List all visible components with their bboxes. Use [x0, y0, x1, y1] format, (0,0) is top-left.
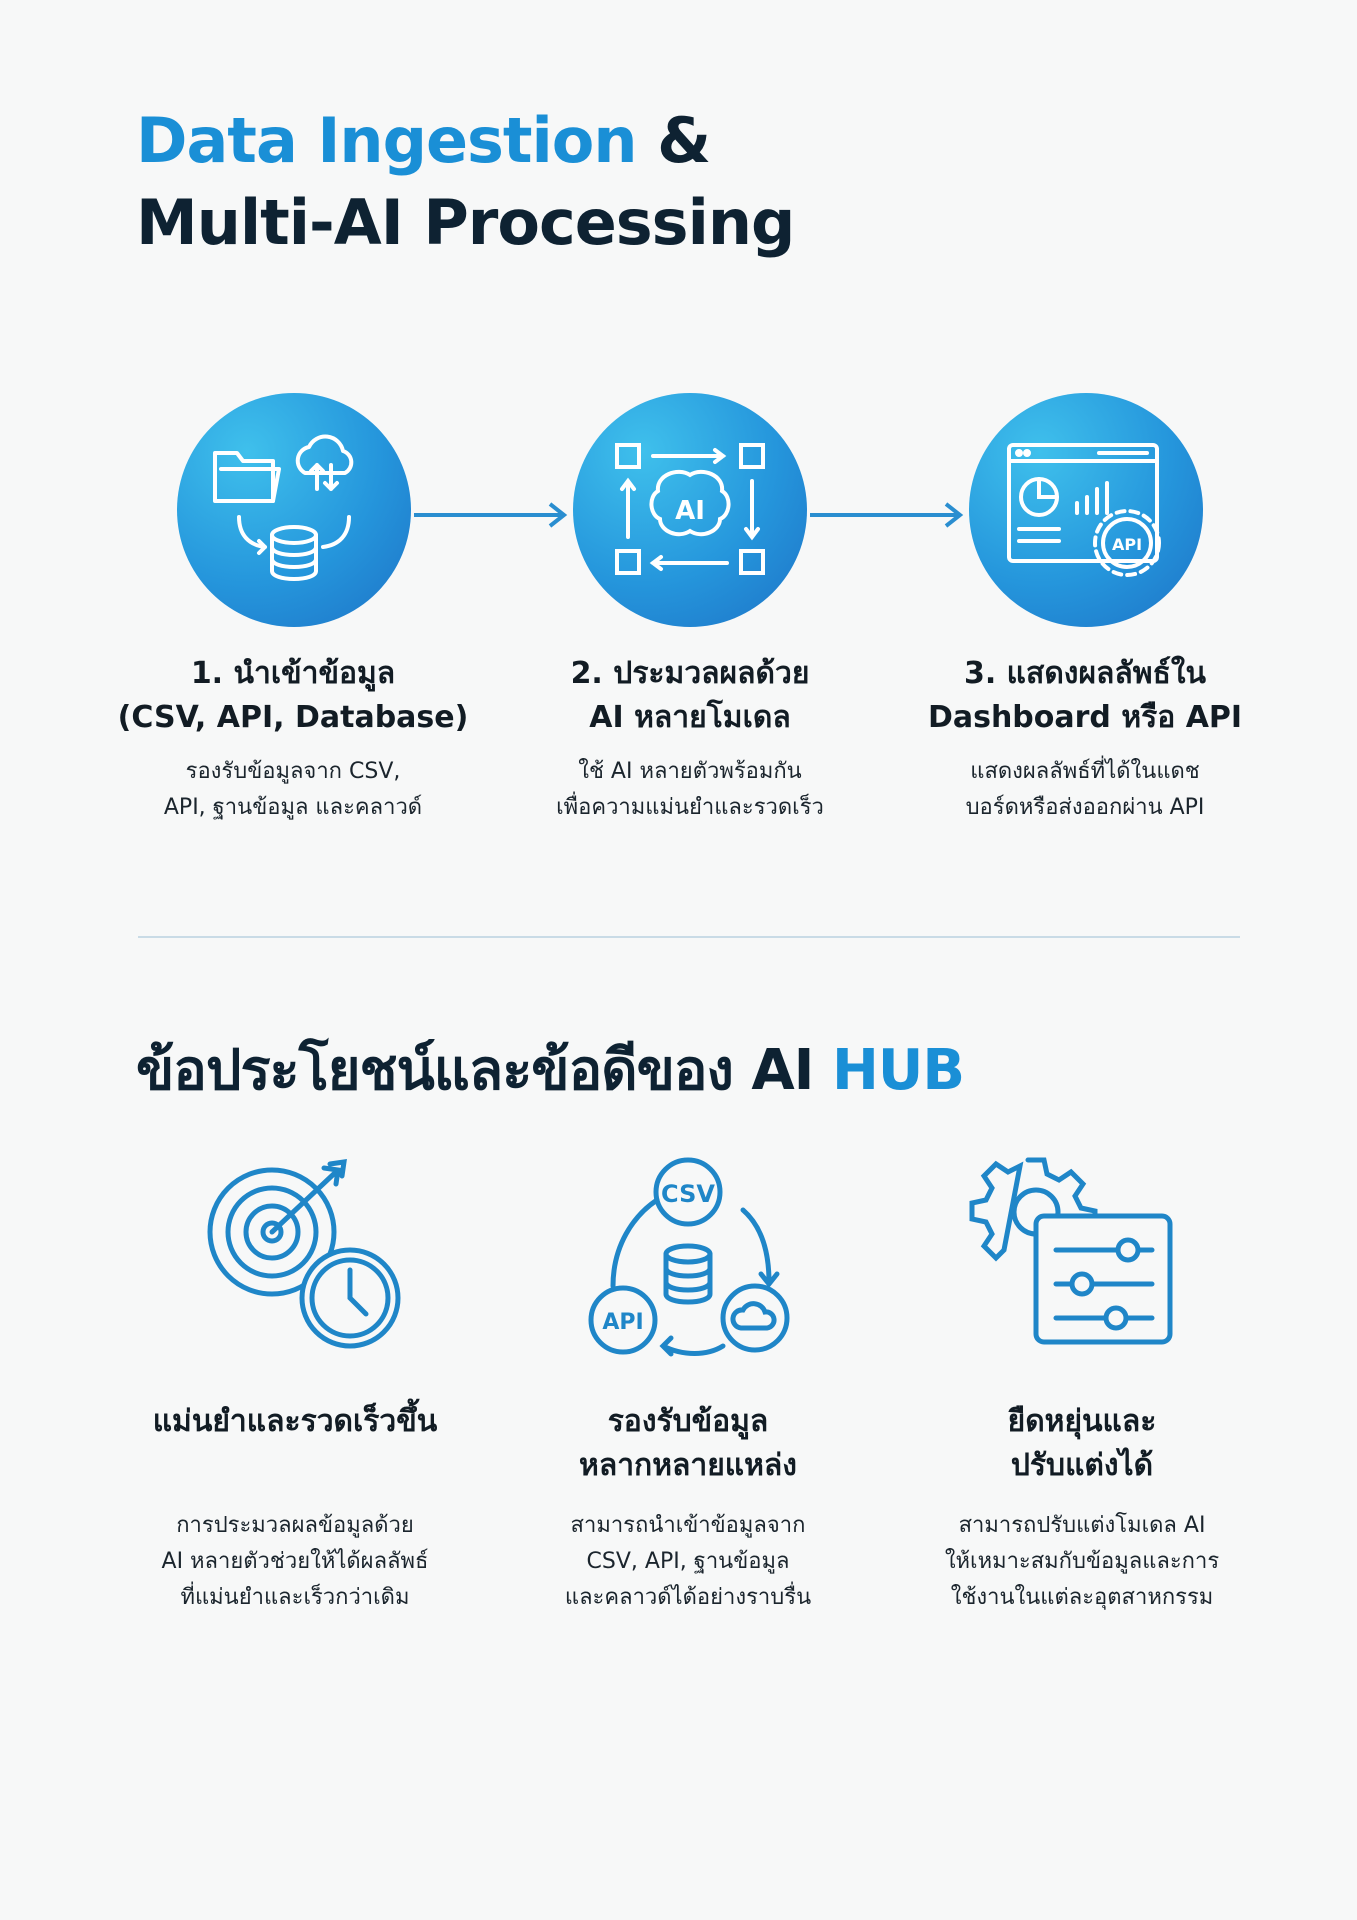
- target-clock-icon: [207, 1159, 401, 1349]
- arrow-right-icon: [414, 502, 568, 528]
- arrow-right-icon: [810, 502, 964, 528]
- benefit-flexible: ยืดหยุ่นและปรับแต่งได้ สามารถปรับแต่งโมเ…: [944, 1404, 1220, 1610]
- svg-text:CSV: CSV: [661, 1180, 715, 1208]
- svg-text:API: API: [602, 1310, 643, 1335]
- multi-source-icon: CSV API: [588, 1157, 790, 1357]
- gear-sliders-icon: [969, 1157, 1173, 1345]
- benefit-multi-source: รองรับข้อมูลหลากหลายแหล่ง สามารถนำเข้าข้…: [564, 1404, 812, 1610]
- dashboard-api-icon: API: [969, 393, 1203, 627]
- page-title: Data Ingestion & Multi-AI Processing: [136, 104, 795, 259]
- step-1: 1. นำเข้าข้อมูล (CSV, API, Database) รอง…: [117, 656, 469, 820]
- divider: [138, 936, 1240, 938]
- svg-text:API: API: [1112, 535, 1142, 554]
- benefits-heading: ข้อประโยชน์และข้อดีของ AI HUB: [136, 1038, 965, 1103]
- step-3: 3. แสดงผลลัพธ์ใน Dashboard หรือ API แสดง…: [927, 656, 1243, 820]
- ai-brain-icon: AI: [573, 393, 807, 627]
- benefit-accuracy: แม่นยำและรวดเร็วขึ้น การประมวลผลข้อมูลด้…: [152, 1404, 438, 1610]
- data-sources-icon: [177, 393, 411, 627]
- svg-text:AI: AI: [675, 496, 705, 526]
- step-2: 2. ประมวลผลด้วย AI หลายโมเดล ใช้ AI หลาย…: [556, 656, 824, 820]
